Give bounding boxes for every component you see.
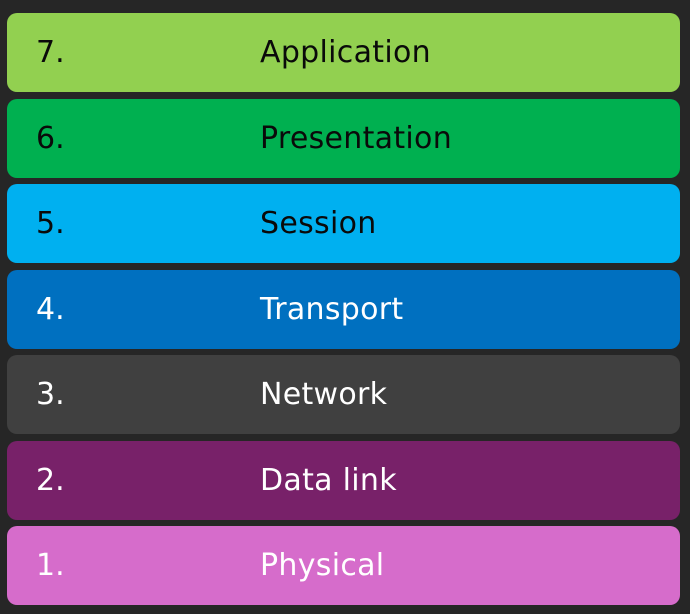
layer-number: 4.: [36, 291, 65, 327]
layer-number: 1.: [36, 548, 65, 583]
layer-data-link: 2. Data link: [7, 440, 680, 520]
layer-number: 5.: [36, 206, 65, 241]
layer-physical: 1. Physical: [7, 526, 680, 605]
layer-stack: 7. Application 6. Presentation 5. Sessio…: [7, 13, 680, 612]
layer-network: 3. Network: [7, 355, 680, 434]
layer-name: Transport: [260, 291, 404, 327]
layer-transport: 4. Transport: [7, 269, 680, 349]
layer-name: Network: [260, 377, 388, 412]
layer-number: 3.: [36, 377, 65, 412]
layer-name: Presentation: [260, 120, 453, 156]
layer-number: 6.: [36, 120, 65, 156]
layer-name: Session: [260, 206, 377, 241]
layer-name: Application: [260, 35, 431, 70]
layer-name: Data link: [260, 462, 397, 498]
layer-session: 5. Session: [7, 184, 680, 263]
layer-name: Physical: [260, 548, 385, 583]
layer-application: 7. Application: [7, 13, 680, 92]
layer-presentation: 6. Presentation: [7, 98, 680, 178]
layer-number: 7.: [36, 35, 65, 70]
layer-number: 2.: [36, 462, 65, 498]
